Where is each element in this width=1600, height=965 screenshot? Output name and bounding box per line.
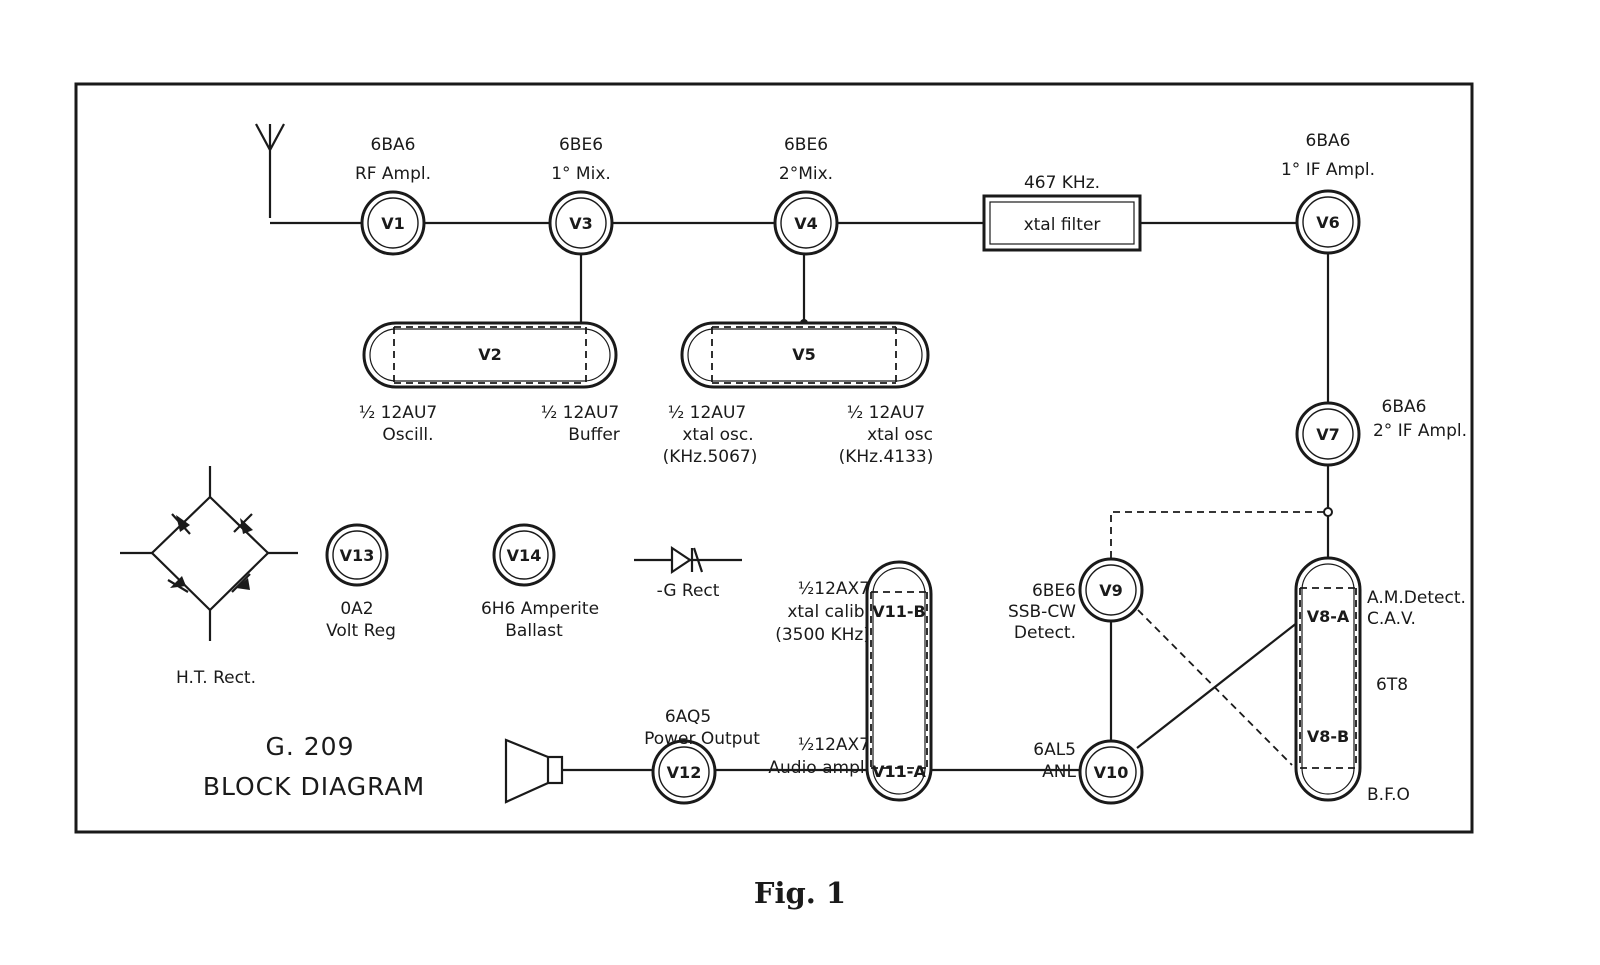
v14-function: Ballast [505, 621, 563, 641]
svg-text:V1: V1 [381, 214, 405, 233]
v7-type: 6BA6 [1382, 397, 1427, 417]
tube-v8: V8-A V8-B [1294, 556, 1362, 802]
v11-a-label: V11-A [872, 762, 926, 781]
v10-type: 6AL5 [1033, 740, 1076, 760]
diagram-frame [74, 82, 1474, 834]
v14-type: 6H6 Amperite [481, 599, 599, 619]
ht-rect-label: H.T. Rect. [176, 668, 256, 688]
tube-v6: V6 [1295, 189, 1361, 255]
v13-type: 0A2 [340, 599, 373, 619]
v2-left-function: Oscill. [382, 425, 433, 445]
v10-function: ANL [1042, 762, 1076, 782]
svg-text:V10: V10 [1094, 763, 1129, 782]
v13-function: Volt Reg [326, 621, 396, 641]
tube-v1: V1 [360, 190, 426, 256]
v2-right-function: Buffer [568, 425, 620, 445]
v11-b-freq: (3500 KHz) [775, 625, 870, 645]
filter-frequency: 467 KHz. [1024, 173, 1100, 193]
v6-function: 1° IF Ampl. [1281, 160, 1375, 180]
svg-text:V13: V13 [340, 546, 375, 565]
svg-text:V12: V12 [667, 763, 702, 782]
v12-type: 6AQ5 [665, 707, 711, 727]
diagram-subtitle: BLOCK DIAGRAM [203, 772, 425, 801]
v8-a-label: V8-A [1307, 607, 1350, 626]
v11-a-type: ½12AX7 [798, 735, 870, 755]
svg-text:V2: V2 [478, 345, 502, 364]
tube-v12: V12 [651, 739, 717, 805]
svg-text:xtal filter: xtal filter [1024, 215, 1101, 235]
v8-a-function-line2: C.A.V. [1367, 609, 1416, 629]
v8-b-label: V8-B [1307, 727, 1349, 746]
v5-left-function: xtal osc. [682, 425, 753, 445]
tube-v10: V10 [1078, 739, 1144, 805]
g-rectifier-diode [634, 545, 742, 575]
v6-type: 6BA6 [1306, 131, 1351, 151]
v5-right-function: xtal osc [867, 425, 933, 445]
v4-function: 2°Mix. [779, 164, 833, 184]
v5-left-freq: (KHz.5067) [663, 447, 758, 467]
tube-v2: V2 [362, 321, 618, 389]
svg-text:V14: V14 [507, 546, 542, 565]
v2-left-type: ½ 12AU7 [359, 403, 437, 423]
v1-function: RF Ampl. [355, 164, 431, 184]
v8-type: 6T8 [1376, 675, 1408, 695]
v12-function: Power Output [644, 729, 760, 749]
v11-b-type: ½12AX7 [798, 579, 870, 599]
tube-v5: V5 [680, 321, 930, 389]
tube-v3: V3 [548, 190, 614, 256]
v7-function: 2° IF Ampl. [1373, 421, 1467, 441]
v8-b-function: B.F.O [1367, 785, 1410, 805]
diagram-title: G. 209 [266, 732, 355, 761]
tube-v11: V11-B V11-A [865, 560, 933, 802]
ht-rectifier-bridge [120, 466, 298, 641]
tube-v4: V4 [773, 190, 839, 256]
v11-a-function: Audio ampl. [768, 758, 870, 778]
v3-function: 1° Mix. [551, 164, 611, 184]
tube-v13: V13 [325, 523, 389, 587]
labels: 6BA6 RF Ampl. 6BE6 1° Mix. 6BE6 2°Mix. 4… [176, 131, 1467, 805]
v5-left-type: ½ 12AU7 [668, 403, 746, 423]
tube-v14: V14 [492, 523, 556, 587]
tube-v7: V7 [1295, 401, 1361, 467]
v11-b-function: xtal calib. [787, 602, 870, 622]
v11-b-label: V11-B [872, 602, 925, 621]
v5-right-freq: (KHz.4133) [839, 447, 934, 467]
v9-function-line2: Detect. [1014, 623, 1076, 643]
v1-type: 6BA6 [371, 135, 416, 155]
v9-type: 6BE6 [1032, 581, 1076, 601]
speaker-icon [504, 738, 564, 804]
xtal-filter-box: xtal filter [982, 194, 1142, 252]
v3-type: 6BE6 [559, 135, 603, 155]
v2-right-type: ½ 12AU7 [541, 403, 619, 423]
svg-text:V7: V7 [1316, 425, 1340, 444]
svg-text:V3: V3 [569, 214, 593, 233]
svg-text:V5: V5 [792, 345, 816, 364]
v4-type: 6BE6 [784, 135, 828, 155]
svg-text:V9: V9 [1099, 581, 1123, 600]
v9-function-line1: SSB-CW [1008, 602, 1076, 622]
g-rect-label: -G Rect [657, 581, 720, 601]
v5-right-type: ½ 12AU7 [847, 403, 925, 423]
tube-v9: V9 [1078, 557, 1144, 623]
v8-a-function-line1: A.M.Detect. [1367, 588, 1466, 608]
figure-caption: Fig. 1 [753, 876, 847, 910]
svg-text:V6: V6 [1316, 213, 1340, 232]
svg-text:V4: V4 [794, 214, 818, 233]
